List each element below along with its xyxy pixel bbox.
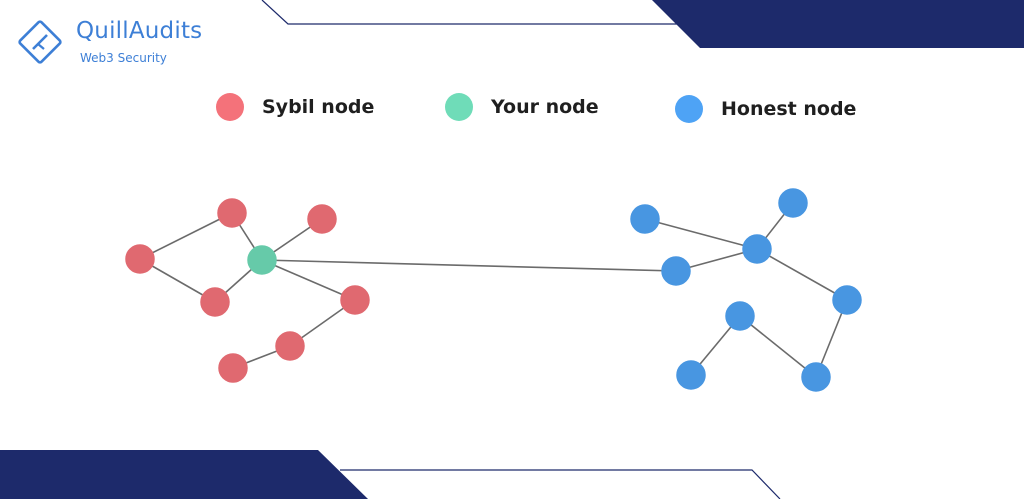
honest-node-h5 <box>832 285 862 315</box>
legend-dot-honest <box>675 95 703 123</box>
edge-s1-s2 <box>139 212 233 260</box>
honest-node-h6 <box>725 301 755 331</box>
legend-item-sybil: Sybil node <box>216 91 374 123</box>
legend-label-your: Your node <box>491 96 599 118</box>
graph-edges <box>139 202 848 378</box>
edge-s5-y1 <box>261 259 356 301</box>
edge-h4-h5 <box>756 248 848 301</box>
sybil-node-s1 <box>125 244 155 274</box>
edge-h6-h8 <box>739 315 817 378</box>
your-node-y1 <box>247 245 277 275</box>
honest-node-h7 <box>676 360 706 390</box>
bottom-left-band <box>0 450 368 499</box>
edge-y1-h3 <box>261 259 677 272</box>
legend-dot-your <box>445 93 473 121</box>
legend-dot-sybil <box>216 93 244 121</box>
quill-diamond-icon <box>18 20 62 64</box>
brand-name: QuillAudits <box>76 18 203 44</box>
top-accent-line <box>261 0 680 25</box>
honest-node-h4 <box>742 234 772 264</box>
honest-node-h2 <box>778 188 808 218</box>
edge-h1-h4 <box>644 218 758 250</box>
honest-node-h8 <box>801 362 831 392</box>
honest-node-h3 <box>661 256 691 286</box>
legend-label-sybil: Sybil node <box>262 96 375 118</box>
graph-nodes <box>125 188 862 392</box>
legend-item-honest: Honest node <box>675 93 856 125</box>
sybil-node-s5 <box>340 285 370 315</box>
brand-tagline: Web3 Security <box>80 51 167 65</box>
honest-node-h1 <box>630 204 660 234</box>
sybil-node-s4 <box>307 204 337 234</box>
brand-logo[interactable]: QuillAudits Web3 Security <box>16 16 216 72</box>
sybil-node-s7 <box>218 353 248 383</box>
sybil-node-s2 <box>217 198 247 228</box>
sybil-node-s6 <box>275 331 305 361</box>
legend-item-your: Your node <box>445 91 599 123</box>
legend-label-honest: Honest node <box>721 98 857 120</box>
bottom-accent-line <box>340 469 781 499</box>
sybil-node-s3 <box>200 287 230 317</box>
top-right-band <box>652 0 1024 48</box>
